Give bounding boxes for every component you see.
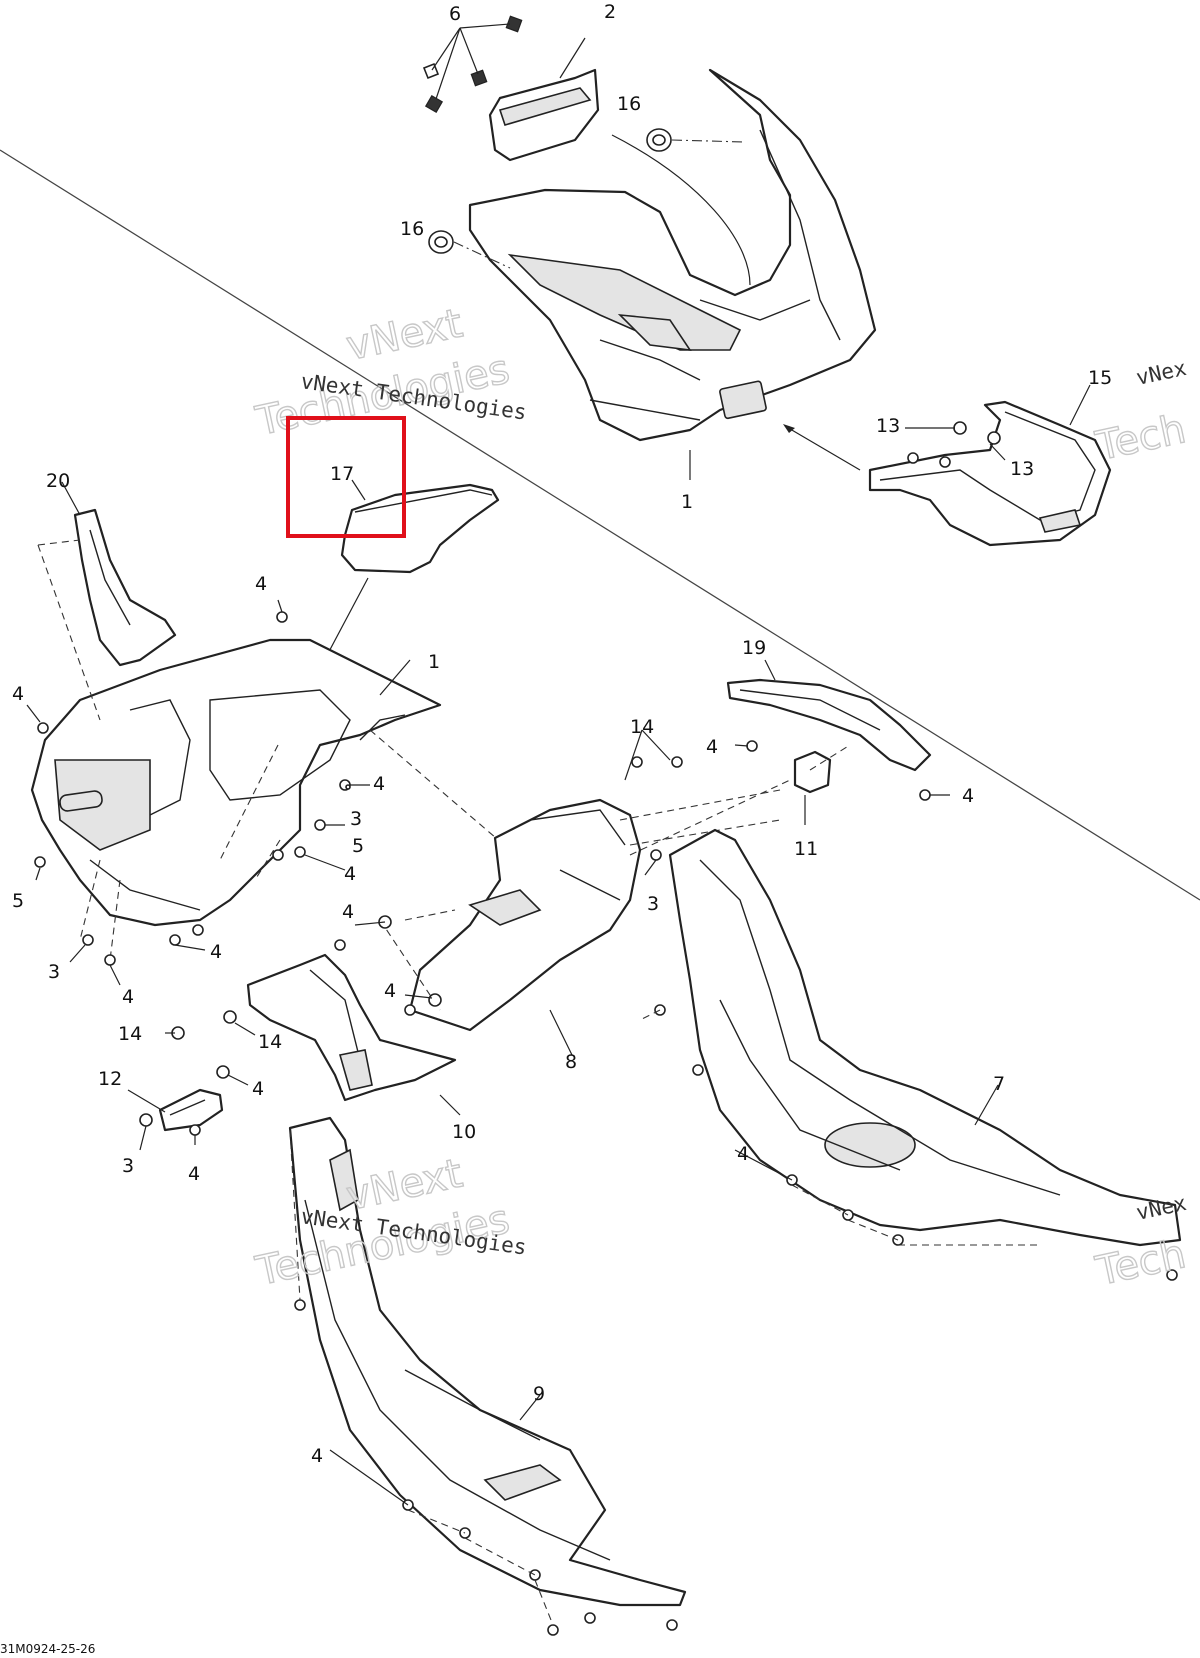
- callout-3: 3: [122, 1155, 134, 1177]
- callout-14: 14: [630, 716, 654, 738]
- callout-17: 17: [330, 463, 354, 485]
- callout-4: 4: [122, 986, 134, 1008]
- callout-1: 1: [428, 651, 440, 673]
- watermark-edge-tech-top: Tech: [1092, 406, 1190, 470]
- callout-8: 8: [565, 1051, 577, 1073]
- part-7-side-panel: [668, 828, 1182, 1247]
- part-10-bracket: [246, 953, 461, 1116]
- part-1-upper-body: [468, 68, 877, 442]
- callout-4: 4: [342, 901, 354, 923]
- callout-4: 4: [706, 736, 718, 758]
- part-6-clips: [422, 15, 523, 114]
- callout-4: 4: [384, 980, 396, 1002]
- part-11-bracket: [793, 744, 851, 825]
- callout-4: 4: [344, 863, 356, 885]
- part-20-bracket: [37, 481, 177, 721]
- callout-13: 13: [1010, 458, 1034, 480]
- callout-12: 12: [98, 1068, 122, 1090]
- fastener-leaders: [26, 599, 1040, 1626]
- callout-6: 6: [449, 3, 461, 25]
- callout-labels: 6 2 16 16 15 13 13 1 17 20 4 1 4 4 3 5 4…: [12, 1, 1112, 1467]
- watermark-edge-bottom: vNex: [1134, 1191, 1188, 1225]
- callout-11: 11: [794, 838, 818, 860]
- part-15-bumper: [868, 384, 1112, 547]
- callout-7: 7: [993, 1073, 1005, 1095]
- callout-14: 14: [258, 1031, 282, 1053]
- callout-4: 4: [311, 1445, 323, 1467]
- callout-19: 19: [742, 637, 766, 659]
- callout-4: 4: [210, 941, 222, 963]
- watermark-edge-top: vNex: [1134, 356, 1188, 390]
- callout-1: 1: [681, 491, 693, 513]
- separator-line: [0, 149, 1200, 901]
- callout-20: 20: [46, 470, 70, 492]
- callout-16: 16: [617, 93, 641, 115]
- part-13-screws: [905, 421, 1006, 468]
- part-19-trim: [726, 659, 932, 772]
- part-1-lower-body: [30, 638, 442, 927]
- part-8-panel: [408, 798, 642, 1056]
- part-2-top-cover: [488, 37, 600, 162]
- callout-4: 4: [255, 573, 267, 595]
- part-12-hinge: [127, 1088, 224, 1132]
- watermark-edge-tech-bottom: Tech: [1092, 1231, 1190, 1295]
- callout-13: 13: [876, 415, 900, 437]
- part-9-lower-panel: [288, 1116, 687, 1607]
- part-16-grommets: [428, 128, 746, 269]
- callout-10: 10: [452, 1121, 476, 1143]
- callout-9: 9: [533, 1383, 545, 1405]
- callout-5: 5: [352, 835, 364, 857]
- callout-3: 3: [350, 808, 362, 830]
- part-17-pad: [287, 479, 500, 728]
- callout-5: 5: [12, 890, 24, 912]
- callout-14: 14: [118, 1023, 142, 1045]
- callout-4: 4: [252, 1078, 264, 1100]
- callout-2: 2: [604, 1, 616, 23]
- callout-3: 3: [647, 893, 659, 915]
- callout-15: 15: [1088, 367, 1112, 389]
- callout-4: 4: [962, 785, 974, 807]
- highlight-box-part-17: [286, 416, 406, 538]
- callout-16: 16: [400, 218, 424, 240]
- callout-4: 4: [373, 773, 385, 795]
- callout-3: 3: [48, 961, 60, 983]
- callout-4: 4: [188, 1163, 200, 1185]
- callout-4: 4: [12, 683, 24, 705]
- reference-code: 31M0924-25-26: [0, 1642, 95, 1656]
- callout-4: 4: [737, 1143, 749, 1165]
